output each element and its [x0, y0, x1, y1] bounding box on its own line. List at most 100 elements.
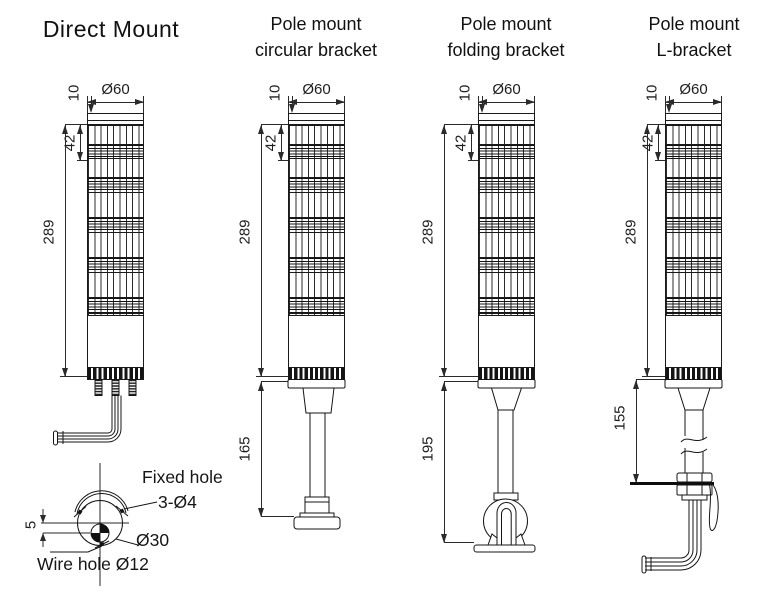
arrowhead — [666, 104, 672, 113]
dim-line-mount — [261, 382, 262, 517]
ext-line — [468, 160, 478, 161]
dim-label-body: 289 — [40, 219, 58, 245]
arrowhead — [258, 382, 264, 391]
bracket-diameter-label: Ø30 — [136, 530, 170, 550]
title-line: circular bracket — [254, 40, 378, 60]
dim-label-cap: 10 — [456, 84, 474, 102]
lens-band — [479, 144, 534, 159]
lens-band — [289, 144, 344, 159]
dim-line-diameter — [288, 102, 345, 103]
dim-label-body: 289 — [236, 219, 254, 245]
arrowhead — [135, 99, 144, 105]
arrowhead — [258, 368, 264, 377]
arrowhead — [336, 99, 345, 105]
dim-line-cap — [482, 96, 483, 105]
lens-band — [666, 217, 721, 233]
view-title-circular-bracket: Pole mount circular bracket — [235, 11, 397, 63]
tower-cap — [478, 113, 535, 125]
ext-line — [60, 376, 87, 377]
arrowhead — [88, 104, 94, 113]
tower-body-base — [87, 315, 144, 368]
tower-cap — [87, 113, 144, 125]
dim-line-body — [65, 125, 66, 377]
dim-label-cap: 10 — [65, 84, 83, 102]
lens-stack — [478, 125, 535, 315]
bottom-view-graphic — [40, 455, 183, 595]
fixed-hole-label: Fixed hole — [142, 467, 223, 487]
dim-line-module — [80, 125, 81, 161]
arrowhead — [278, 125, 284, 134]
dim-line-diameter — [87, 102, 144, 103]
dim-line-module — [471, 125, 472, 161]
l-bracket-graphic — [620, 379, 732, 579]
lens-band — [289, 257, 344, 273]
dim-line-body — [647, 125, 648, 377]
ext-line — [444, 542, 474, 543]
l-bracket-plate — [630, 482, 714, 485]
folding-bracket-graphic — [468, 379, 558, 559]
dim-line-module — [281, 125, 282, 161]
dim-line-cap — [669, 96, 670, 105]
arrowhead — [644, 368, 650, 377]
lens-band — [88, 297, 143, 314]
dim-label-mount: 195 — [419, 436, 437, 462]
title-line: Pole mount — [460, 14, 552, 34]
wire-hole-quadrant — [91, 533, 100, 542]
arrowhead — [526, 99, 535, 105]
arrowhead — [468, 125, 474, 134]
lens-band — [479, 177, 534, 193]
title-line: Pole mount — [270, 14, 362, 34]
tower-l-bracket: Ø60 10 42 289 155 — [612, 82, 722, 593]
dim-line-body — [261, 125, 262, 377]
fixed-hole — [119, 508, 125, 514]
view-title-direct-mount: Direct Mount — [42, 16, 180, 42]
title-line: Pole mount — [648, 14, 740, 34]
arrowhead — [713, 99, 722, 105]
dim-label-module: 42 — [452, 134, 470, 152]
tower-body-base — [665, 315, 722, 368]
view-title-folding-bracket: Pole mount folding bracket — [425, 11, 587, 63]
tower-cap — [665, 113, 722, 125]
dim-label-diameter: Ø60 — [302, 81, 331, 98]
arrowhead — [258, 508, 264, 517]
tower-cap — [288, 113, 345, 125]
dim-label-cap: 10 — [266, 84, 284, 102]
ext-line — [65, 124, 87, 125]
fixed-hole — [77, 509, 83, 515]
arrowhead — [655, 152, 661, 161]
tower-folding-bracket: Ø60 10 42 289 195 — [420, 82, 535, 593]
dim-label-module: 42 — [639, 134, 657, 152]
dim-label-body: 289 — [419, 219, 437, 245]
title-line: folding bracket — [447, 40, 565, 60]
ext-line — [261, 381, 288, 382]
fixed-hole — [99, 541, 105, 547]
arrowhead — [441, 368, 447, 377]
dim-line-mount — [444, 382, 445, 543]
arrowhead — [644, 125, 650, 134]
arrowhead — [633, 474, 639, 483]
lens-band — [289, 297, 344, 314]
arrowhead — [62, 125, 68, 134]
tower-body-base — [288, 315, 345, 368]
fixed-hole-spec-label: 3-Ø4 — [158, 492, 197, 512]
dim-line-module — [658, 125, 659, 161]
view-title-l-bracket: Pole mount L-bracket — [613, 11, 761, 63]
lens-band — [479, 217, 534, 233]
circular-bracket-graphic — [278, 379, 368, 534]
arrowhead — [77, 152, 83, 161]
lens-band — [289, 177, 344, 193]
lens-band — [666, 257, 721, 273]
dim-label-diameter: Ø60 — [679, 81, 708, 98]
tower-direct-mount: Ø60 10 42 289 — [41, 82, 144, 593]
lens-band — [88, 257, 143, 273]
arrowhead — [77, 125, 83, 134]
ext-line — [655, 160, 665, 161]
dim-label-body: 289 — [622, 219, 640, 245]
direct-mount-studs-wire-graphic — [47, 379, 147, 459]
lens-stack — [288, 125, 345, 315]
wire-hole-label: Wire hole Ø12 — [37, 554, 149, 574]
tower-body-base — [478, 315, 535, 368]
lens-stack — [87, 125, 144, 315]
dim-line-cap — [292, 96, 293, 105]
